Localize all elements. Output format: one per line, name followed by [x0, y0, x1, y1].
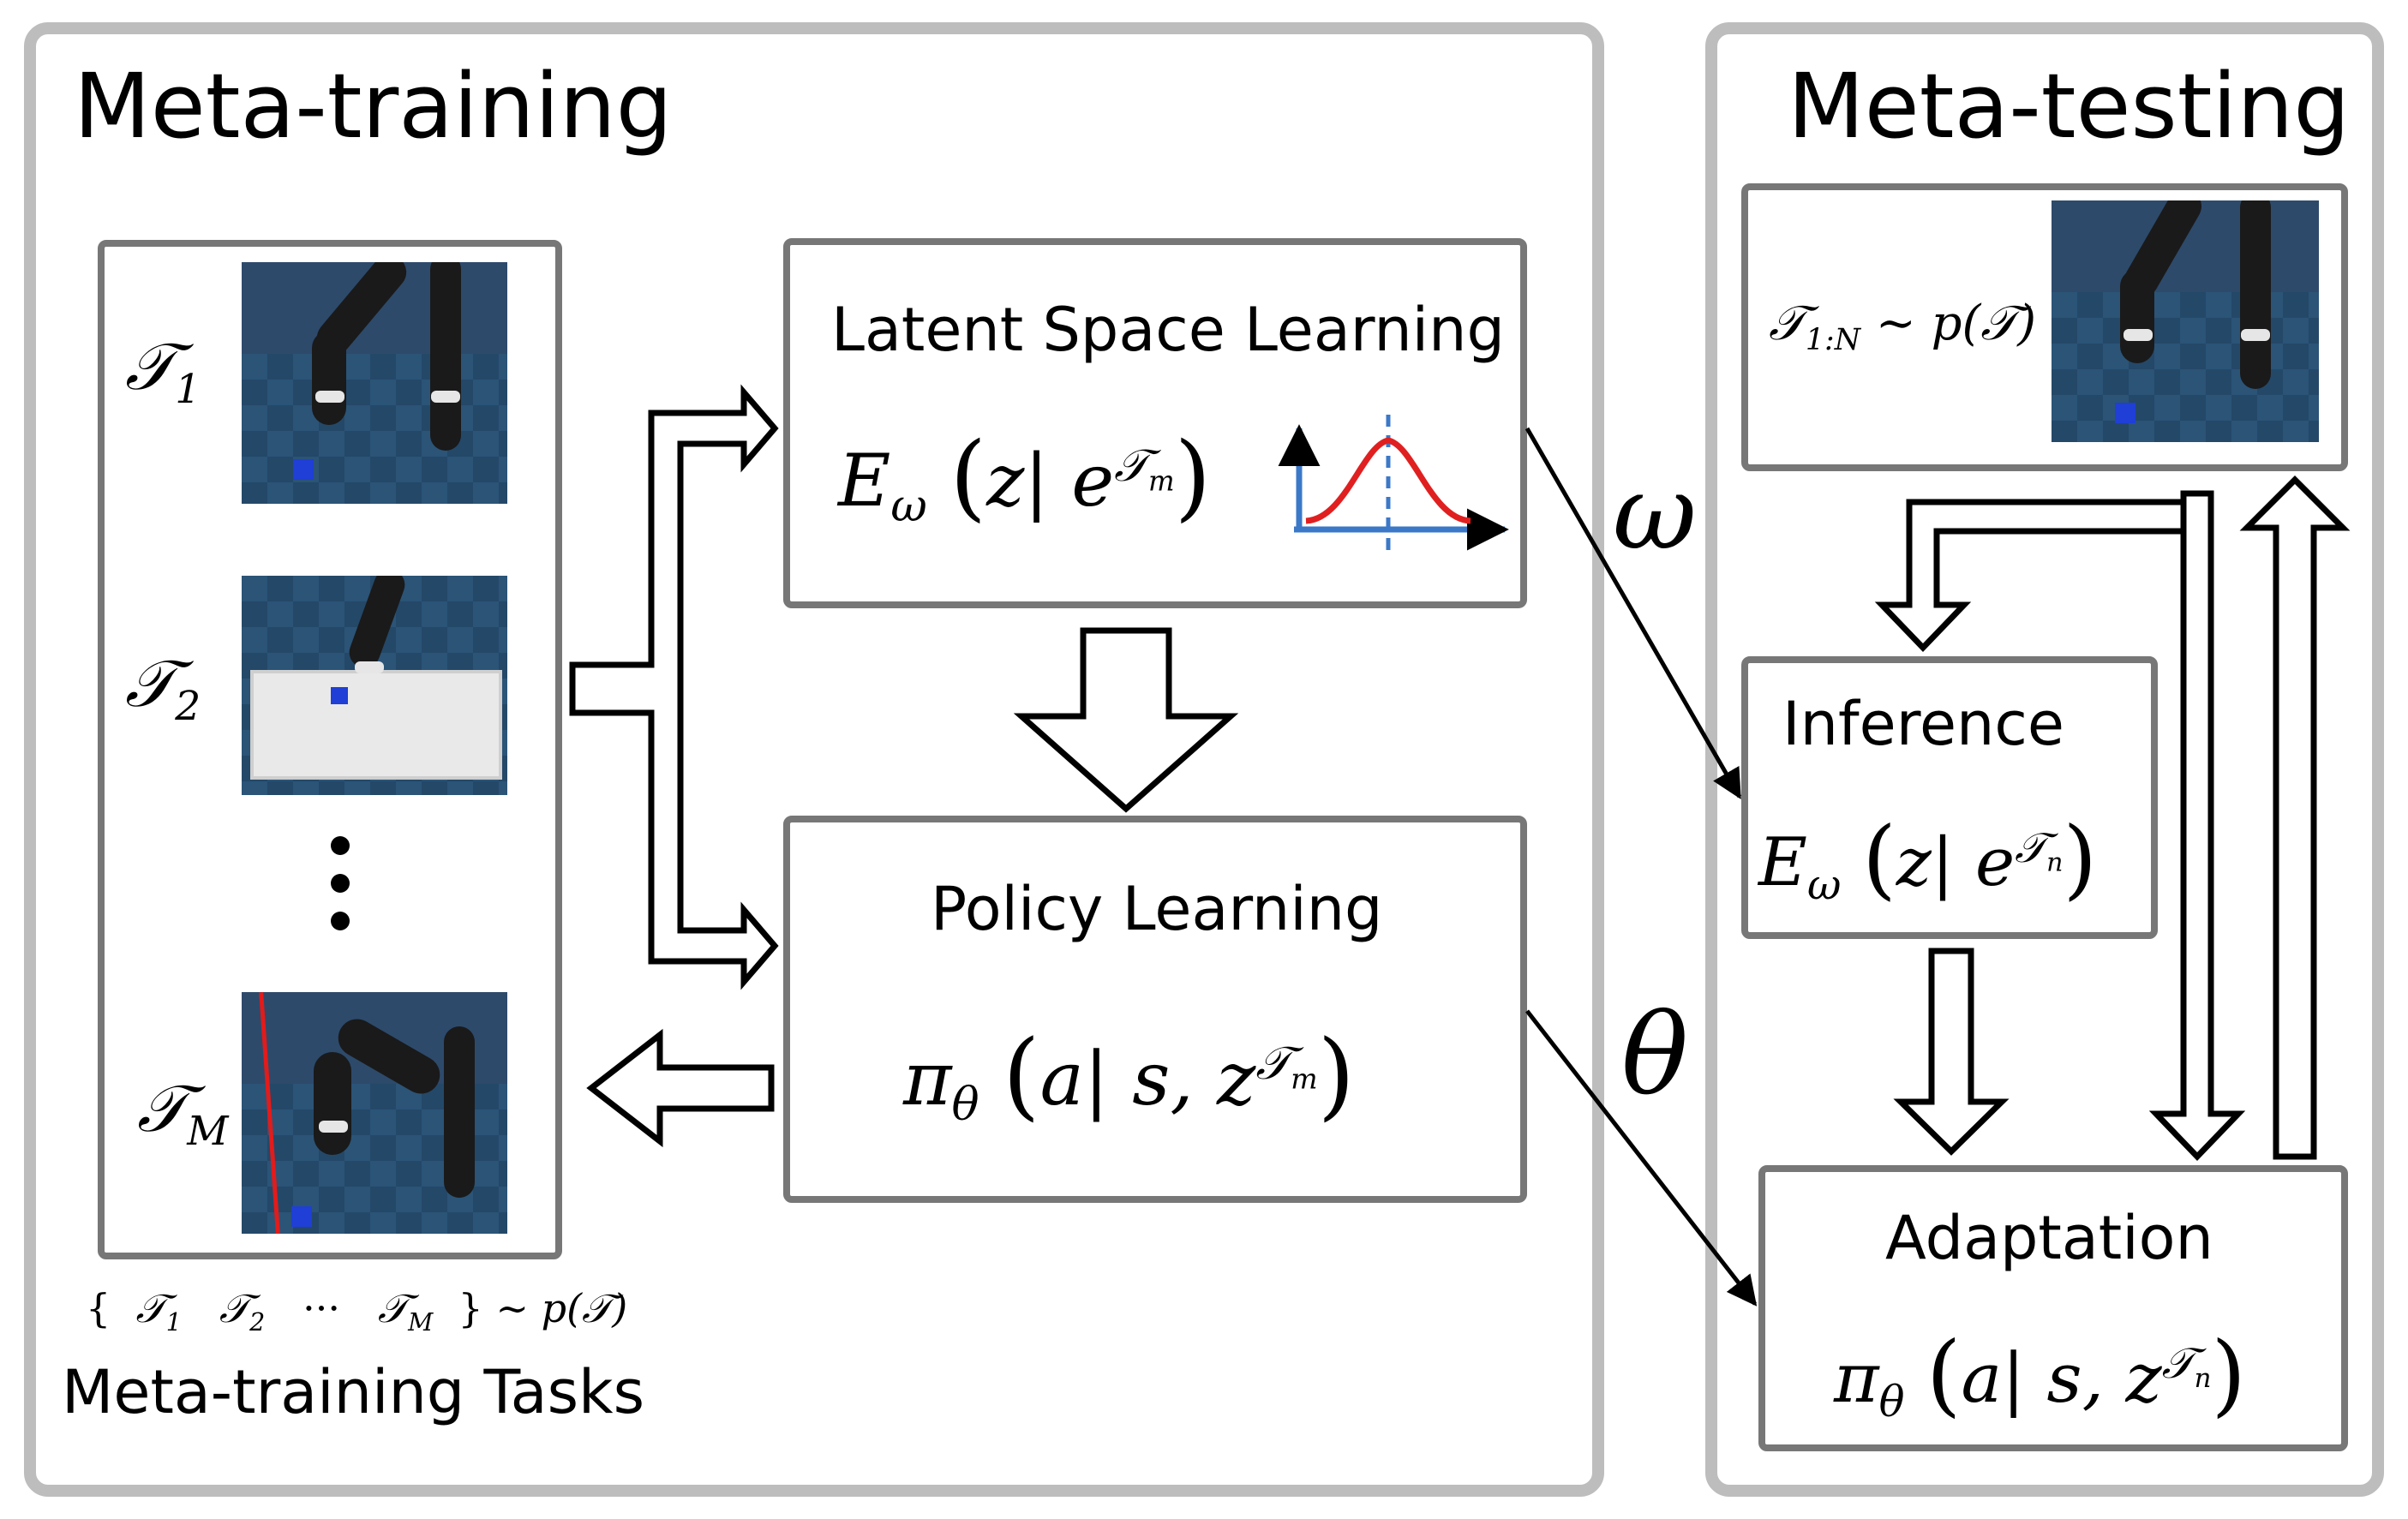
policy-to-tasks-arrow [586, 1028, 775, 1148]
tasks-caption: Meta-training Tasks [62, 1357, 645, 1427]
policy-learning-box [783, 816, 1527, 1203]
latent-space-learning-box [783, 238, 1527, 608]
task-set-formula: { 𝒯1 𝒯2 ··· 𝒯M } ∼ p(𝒯) [86, 1285, 628, 1337]
ellipsis-dot [331, 912, 350, 930]
latent-formula: Eω (z| e𝒯m) [838, 422, 1212, 532]
inference-box [1741, 656, 2158, 939]
meta-training-title: Meta-training [74, 54, 673, 158]
ellipsis-dot [331, 836, 350, 855]
omega-label: ω [1613, 454, 1697, 573]
fork-arrow [569, 384, 779, 990]
task-label-m: 𝒯M [137, 1070, 229, 1156]
distribution-plot [1278, 415, 1509, 557]
inference-label: Inference [1782, 689, 2064, 759]
inference-to-adaptation-arrow [1893, 948, 2010, 1156]
task-m-image [242, 992, 507, 1234]
inference-formula: Eω (z| e𝒯n) [1758, 808, 2098, 910]
ellipsis-dot [331, 874, 350, 893]
latent-space-learning-label: Latent Space Learning [831, 295, 1505, 365]
theta-label: θ [1621, 990, 1689, 1120]
task-label-1: 𝒯1 [125, 328, 201, 414]
adaptation-to-test-arrow [2239, 475, 2351, 1160]
task-label-2: 𝒯2 [125, 645, 201, 731]
meta-testing-title: Meta-testing [1788, 54, 2351, 158]
task-2-image [242, 576, 507, 795]
test-to-adaptation-arrow [2148, 490, 2246, 1162]
adaptation-box [1758, 1165, 2348, 1451]
policy-learning-label: Policy Learning [931, 874, 1383, 944]
omega-arrow [1524, 427, 1742, 800]
policy-formula: πθ (a| s, z𝒯m) [903, 1020, 1356, 1132]
adaptation-formula: πθ (a| s, z𝒯n) [1834, 1322, 2246, 1426]
theta-arrow [1525, 1009, 1758, 1307]
test-task-sample-formula: 𝒯1:N ∼ p(𝒯) [1769, 296, 2037, 358]
test-to-inference-arrow [1874, 490, 2214, 653]
latent-to-policy-arrow [1013, 627, 1239, 813]
task-1-image [242, 262, 507, 504]
test-task-image [2052, 200, 2319, 442]
adaptation-label: Adaptation [1885, 1203, 2213, 1273]
